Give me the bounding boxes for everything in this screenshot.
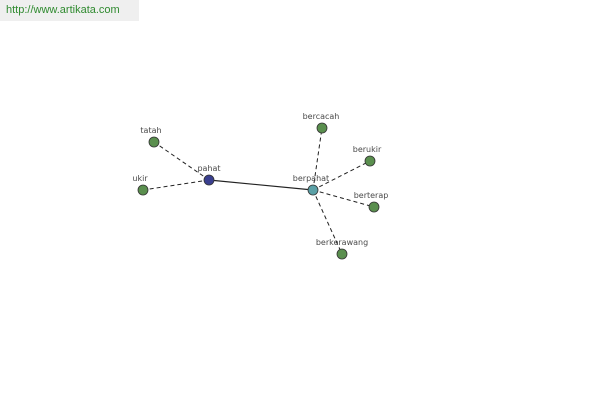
node-label-ukir[interactable]: ukir — [132, 174, 148, 183]
node-label-berkerawang[interactable]: berkerawang — [316, 238, 368, 247]
edge-berpahat-berkerawang — [312, 189, 343, 255]
node-label-bercacah[interactable]: bercacah — [303, 112, 340, 121]
site-banner: http://www.artikata.com — [0, 0, 139, 21]
node-berpahat[interactable] — [307, 184, 319, 196]
node-label-berukir[interactable]: berukir — [353, 145, 382, 154]
labels-layer: pahat berpahat tatah ukir bercacah berukir ber… — [132, 112, 388, 247]
node-label-berterap[interactable]: berterap — [354, 191, 389, 200]
edge-pahat-ukir — [142, 179, 210, 191]
site-url-text[interactable]: http://www.artikata.com — [6, 4, 120, 16]
node-berukir[interactable] — [364, 155, 376, 167]
nodes-layer — [137, 122, 380, 260]
node-berterap[interactable] — [368, 201, 380, 213]
edge-pahat-tatah — [153, 141, 210, 181]
edges-layer — [142, 127, 375, 255]
node-pahat[interactable] — [203, 174, 215, 186]
node-berkerawang[interactable] — [336, 248, 348, 260]
node-label-tatah[interactable]: tatah — [140, 126, 161, 135]
node-tatah[interactable] — [148, 136, 160, 148]
node-label-pahat[interactable]: pahat — [197, 164, 220, 173]
edge-pahat-berpahat — [208, 179, 314, 191]
edge-berpahat-bercacah — [312, 127, 323, 191]
edge-berpahat-berterap — [312, 189, 375, 208]
edge-berpahat-berukir — [312, 160, 371, 191]
node-bercacah[interactable] — [316, 122, 328, 134]
node-label-berpahat[interactable]: berpahat — [293, 174, 329, 183]
node-ukir[interactable] — [137, 184, 149, 196]
